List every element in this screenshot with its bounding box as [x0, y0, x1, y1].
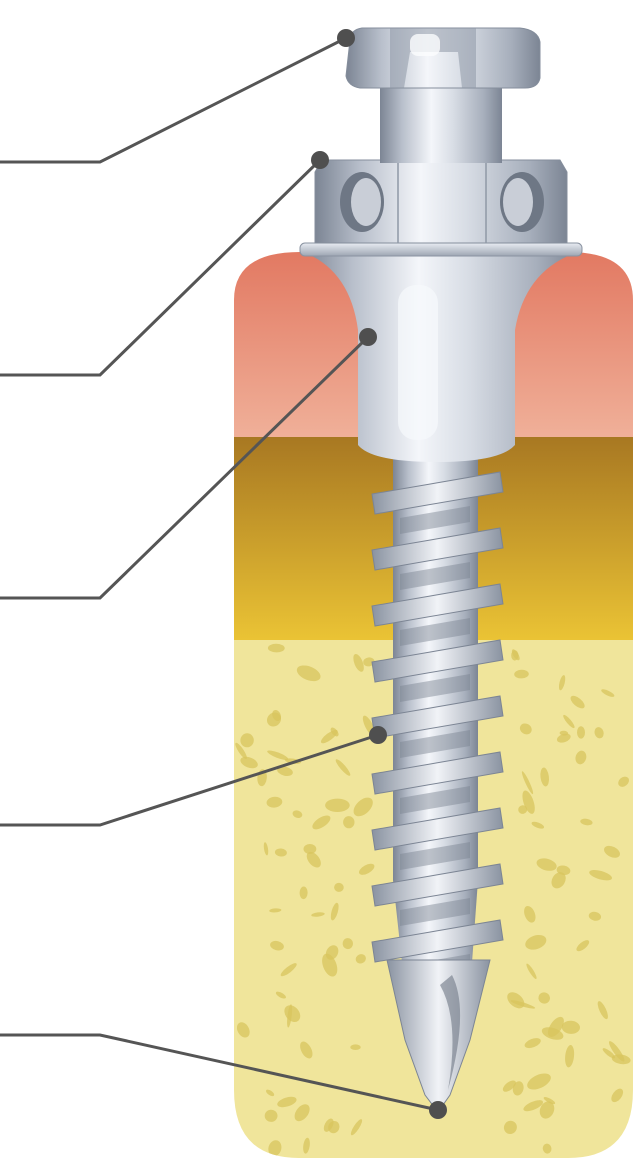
implant-platform [300, 243, 582, 256]
cross-hole-right-inner [503, 178, 533, 226]
bone-pore [350, 1044, 360, 1050]
head-highlight [410, 34, 440, 56]
bone-pore [325, 799, 350, 812]
leader-dot-transmucosal-neck [359, 328, 377, 346]
leader-dot-hexagonal-collar [311, 151, 329, 169]
head-stem [380, 85, 502, 163]
neck-highlight [398, 285, 438, 440]
cross-hole-left-inner [351, 178, 381, 226]
leader-dot-self-drilling-tip [429, 1101, 447, 1119]
leader-dot-head [337, 29, 355, 47]
leader-line-head [0, 38, 346, 162]
leader-dot-cancellous-thread-section [369, 726, 387, 744]
